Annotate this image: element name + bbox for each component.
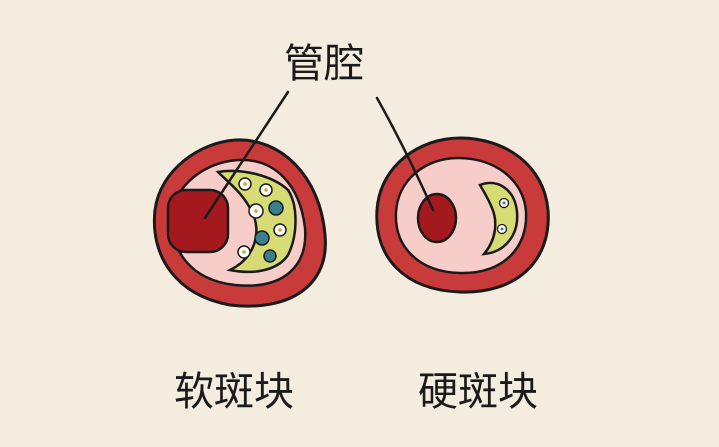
leader-line-hard (375, 96, 435, 212)
soft-cell-dot-3 (254, 209, 258, 213)
soft-cell-blue-3 (263, 249, 277, 263)
hard-plaque-label: 硬斑块 (418, 369, 538, 415)
soft-cell-dot-4 (278, 228, 282, 232)
hard-cell-dot-2 (500, 227, 504, 231)
lumen-label: 管腔 (284, 41, 364, 87)
soft-plaque-label: 软斑块 (174, 369, 294, 415)
soft-plaque-cells (237, 177, 287, 263)
soft-lumen (166, 188, 230, 254)
soft-cell-dot-5 (242, 250, 246, 254)
soft-cell-dot-1 (243, 182, 247, 186)
hard-plaque-vessel-icon (375, 136, 550, 294)
hard-plaque-cells (496, 197, 510, 235)
soft-cell-blue-1 (268, 200, 284, 216)
soft-cell-dot-2 (264, 188, 268, 192)
leader-line-soft (203, 90, 290, 220)
hard-lumen (416, 192, 458, 244)
hard-cell-dot-1 (502, 201, 506, 205)
soft-cell-blue-2 (254, 230, 270, 246)
lumen-leader-lines (203, 90, 435, 220)
soft-plaque-vessel-icon (152, 138, 327, 308)
